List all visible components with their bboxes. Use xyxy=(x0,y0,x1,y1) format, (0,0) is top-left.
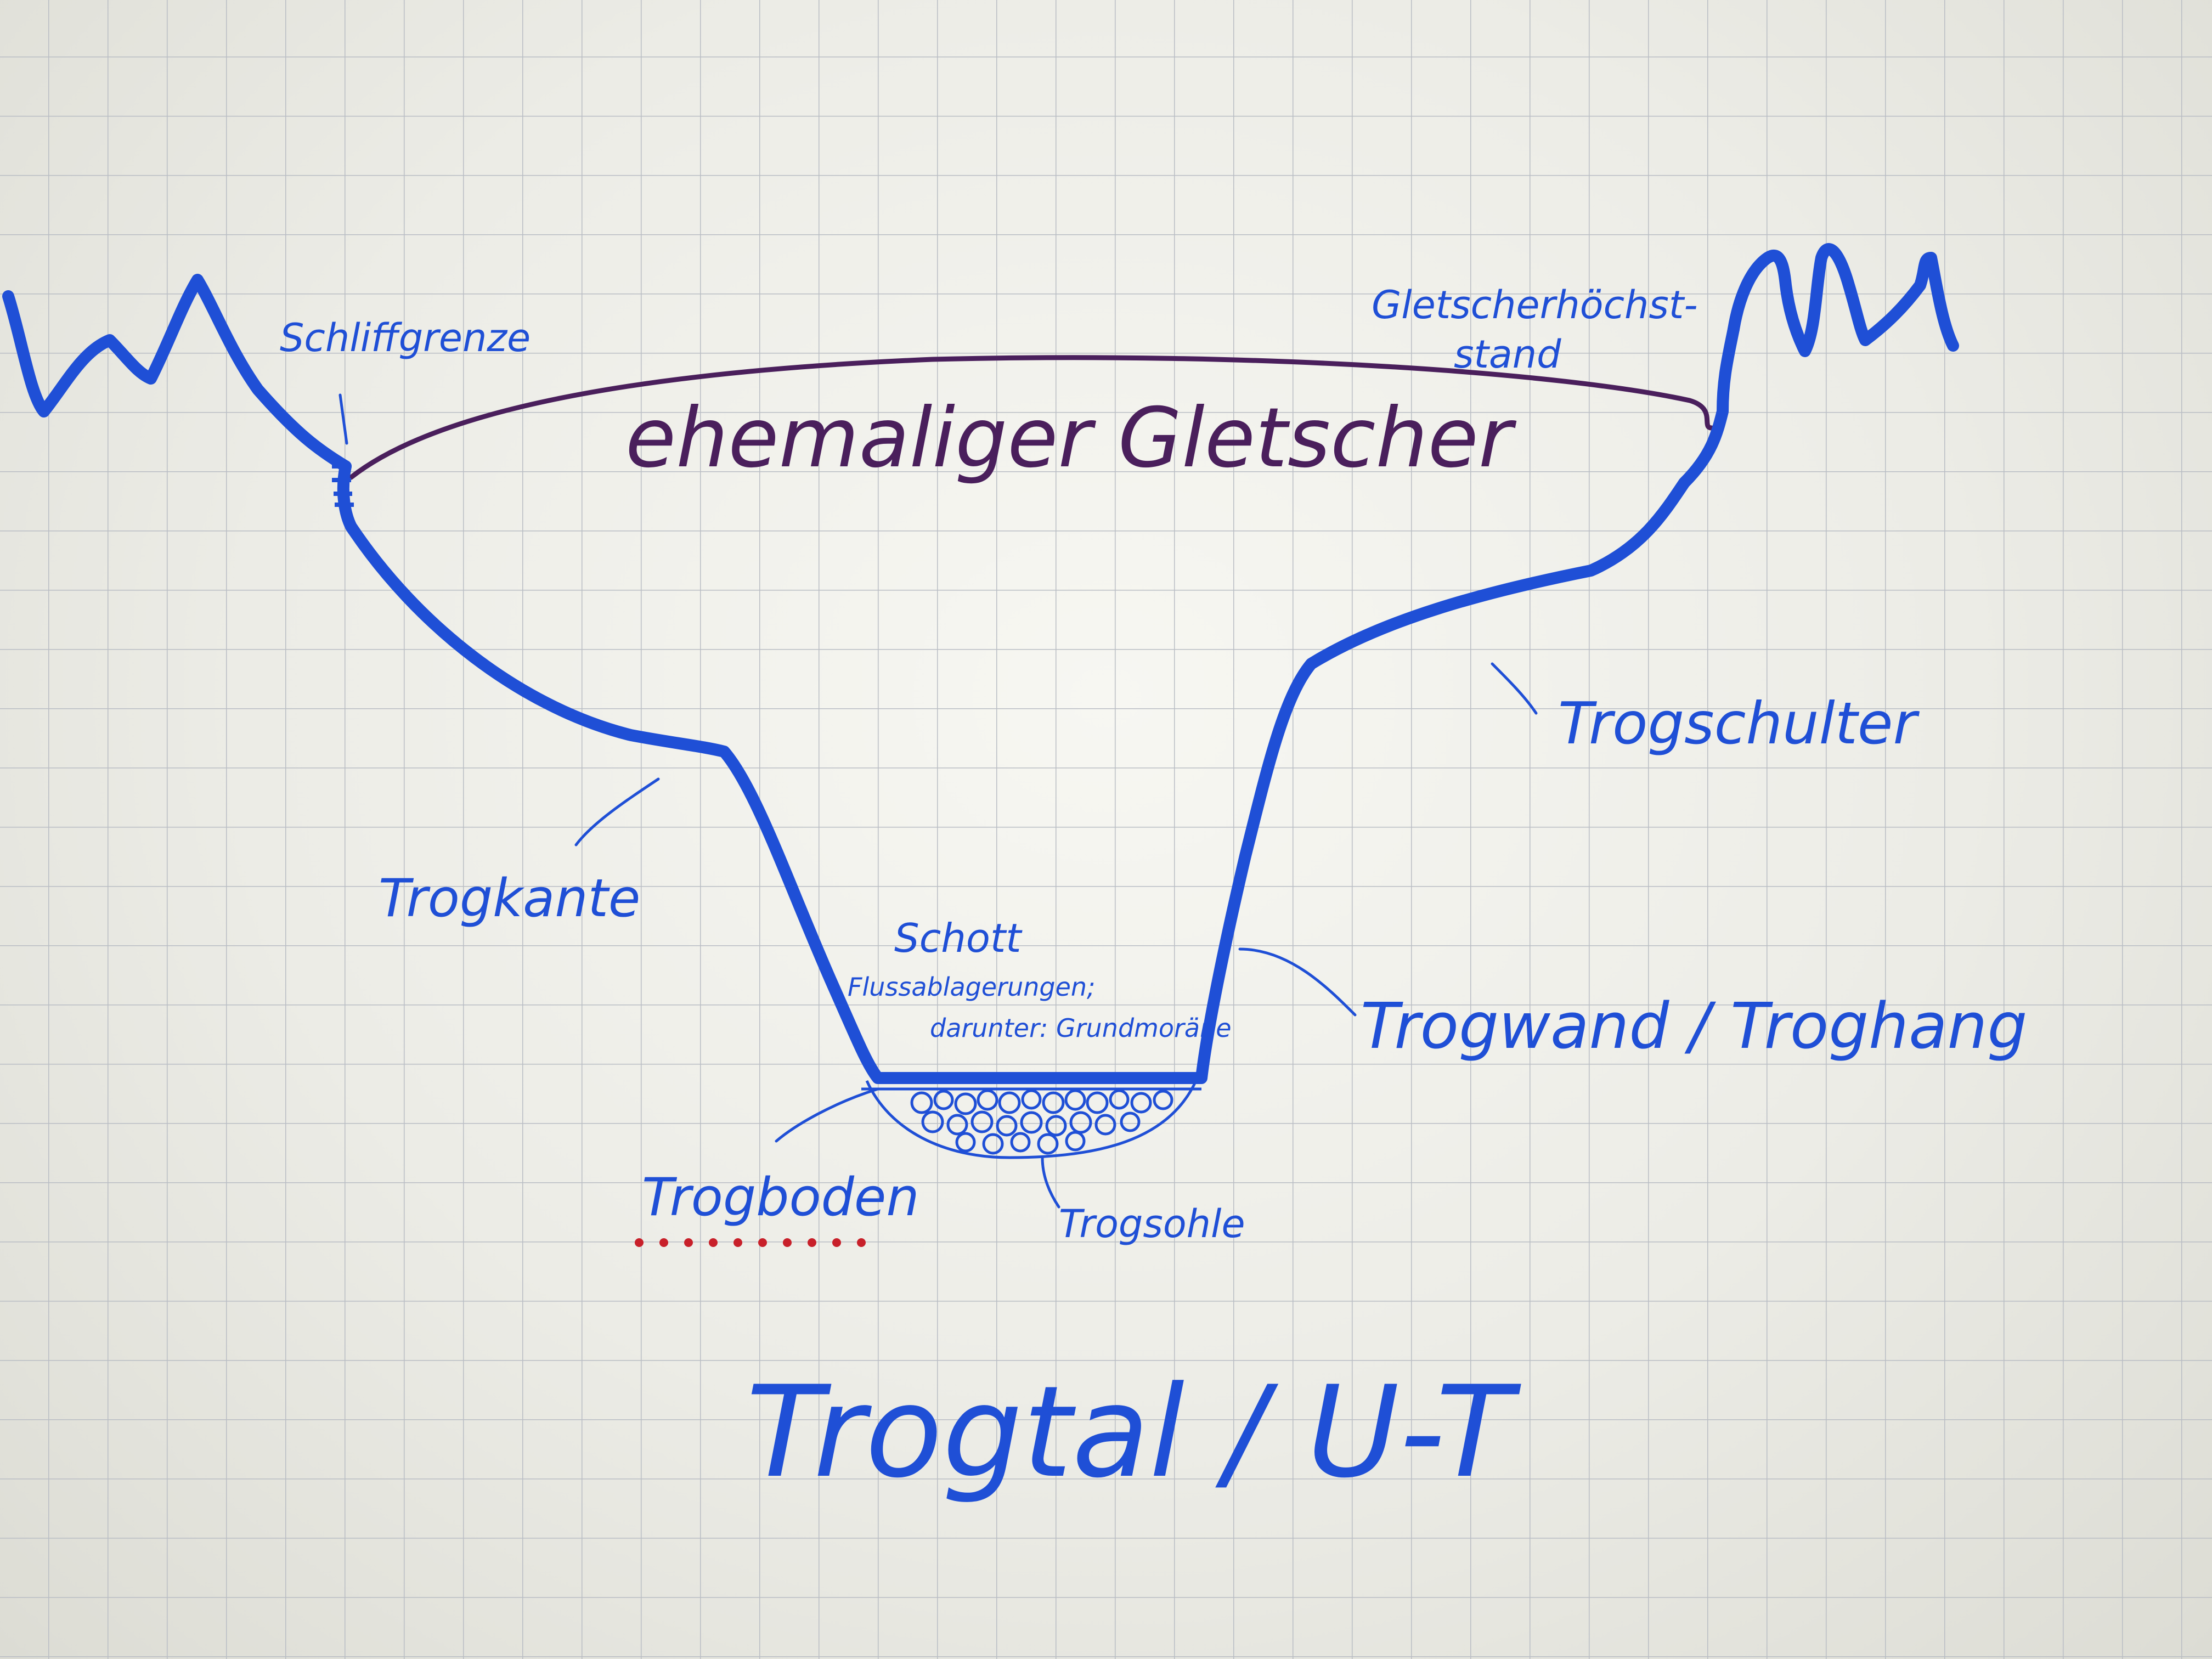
schliffgrenze-leader xyxy=(338,393,348,445)
trogwand-label: Trogwand / Troghang xyxy=(1361,990,2027,1063)
trough-profile xyxy=(337,323,1740,1084)
trogkante-label: Trogkante xyxy=(379,868,640,929)
schotter-label: Schott xyxy=(894,915,1023,961)
glacier-label: ehemaliger Gletscher xyxy=(625,391,1517,486)
gletscherhoechststand-label-line2: stand xyxy=(1454,332,1561,377)
trogboden-leader xyxy=(775,1087,879,1143)
trogsohle-label: Trogsohle xyxy=(1059,1201,1245,1246)
flussablagerungen-label: Flussablagerungen; xyxy=(848,972,1096,1002)
schliffgrenze-label: Schliffgrenze xyxy=(280,315,531,360)
trogschulter-label: Trogschulter xyxy=(1558,690,1920,757)
trogsohle-sediments xyxy=(861,1080,1201,1159)
trogboden-label: Trogboden xyxy=(642,1167,919,1228)
left-peaks xyxy=(2,274,352,472)
trogboden-dotted-underline xyxy=(635,1238,866,1247)
diagram-title: Trogtal / U-T xyxy=(746,1359,1521,1506)
glacier-line xyxy=(348,355,1714,480)
trogsohle-leader xyxy=(1041,1156,1060,1209)
trogkante-leader xyxy=(574,777,660,847)
gletscherhoechststand-label-line1: Gletscherhöchst- xyxy=(1372,283,1698,328)
darunter-label: darunter: Grundmoräne xyxy=(930,1013,1232,1043)
trogschulter-leader xyxy=(1491,662,1538,715)
trogwand-leader xyxy=(1238,947,1357,1017)
right-peaks xyxy=(1728,243,1959,357)
schliffgrenze-mark xyxy=(332,464,354,507)
